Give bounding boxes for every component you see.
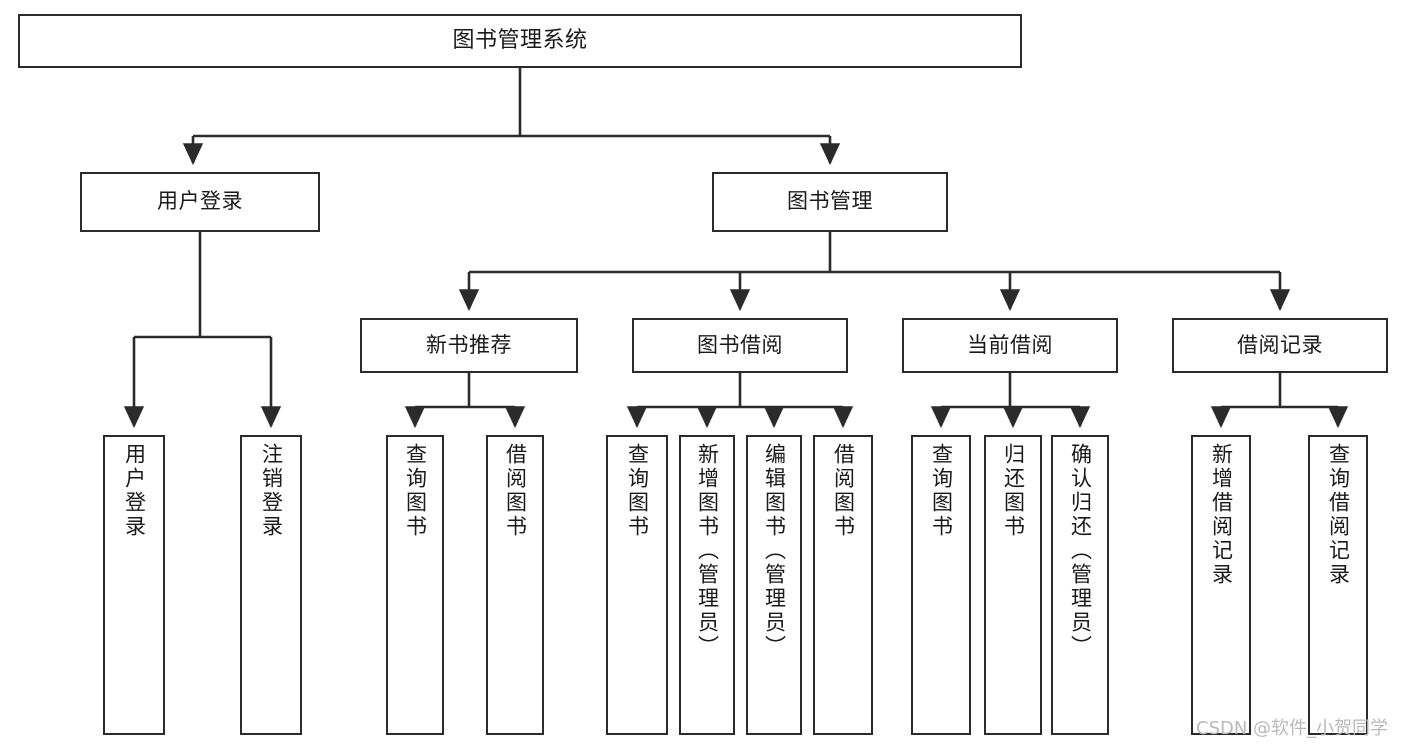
node-leaf-confirm-return-admin[interactable]: 确认归还（管理员） bbox=[1051, 435, 1109, 735]
node-leaf-add-book-admin[interactable]: 新增图书（管理员） bbox=[679, 435, 735, 735]
node-leaf-edit-book-admin[interactable]: 编辑图书（管理员） bbox=[746, 435, 802, 735]
node-leaf-user-login-label: 用户登录 bbox=[122, 443, 147, 539]
node-leaf-user-logout-label: 注销登录 bbox=[259, 443, 284, 539]
node-user-login-label: 用户登录 bbox=[157, 189, 243, 214]
node-leaf-query-borrow-record[interactable]: 查询借阅记录 bbox=[1308, 435, 1368, 735]
node-new-book-rec-label: 新书推荐 bbox=[426, 332, 512, 357]
node-leaf-add-borrow-record-label: 新增借阅记录 bbox=[1209, 443, 1234, 587]
node-leaf-user-login[interactable]: 用户登录 bbox=[103, 435, 165, 735]
node-leaf-confirm-return-admin-label: 确认归还（管理员） bbox=[1068, 443, 1093, 659]
node-leaf-query-borrow-record-label: 查询借阅记录 bbox=[1326, 443, 1351, 587]
node-leaf-borrow-book-2[interactable]: 借阅图书 bbox=[813, 435, 873, 735]
node-leaf-query-book-2-label: 查询图书 bbox=[625, 443, 650, 539]
node-leaf-borrow-book-1[interactable]: 借阅图书 bbox=[486, 435, 544, 735]
node-root-system[interactable]: 图书管理系统 bbox=[18, 14, 1022, 68]
node-root-label: 图书管理系统 bbox=[452, 27, 588, 53]
node-leaf-borrow-book-2-label: 借阅图书 bbox=[831, 443, 856, 539]
node-borrow-record-label: 借阅记录 bbox=[1237, 332, 1323, 357]
node-leaf-query-book-3[interactable]: 查询图书 bbox=[911, 435, 971, 735]
node-current-borrow-label: 当前借阅 bbox=[967, 332, 1053, 357]
node-leaf-query-book-1-label: 查询图书 bbox=[403, 443, 428, 539]
node-leaf-add-book-admin-label: 新增图书（管理员） bbox=[695, 443, 720, 659]
node-book-manage-label: 图书管理 bbox=[787, 189, 873, 214]
node-leaf-borrow-book-1-label: 借阅图书 bbox=[503, 443, 528, 539]
node-leaf-query-book-3-label: 查询图书 bbox=[929, 443, 954, 539]
node-current-borrow[interactable]: 当前借阅 bbox=[902, 318, 1118, 373]
node-leaf-user-logout[interactable]: 注销登录 bbox=[240, 435, 302, 735]
node-new-book-rec[interactable]: 新书推荐 bbox=[360, 318, 578, 373]
node-borrow-record[interactable]: 借阅记录 bbox=[1172, 318, 1388, 373]
node-book-borrow[interactable]: 图书借阅 bbox=[632, 318, 848, 373]
node-leaf-query-book-2[interactable]: 查询图书 bbox=[606, 435, 668, 735]
connector-lines bbox=[123, 68, 1349, 429]
node-leaf-query-book-1[interactable]: 查询图书 bbox=[386, 435, 444, 735]
node-leaf-return-book-label: 归还图书 bbox=[1001, 443, 1026, 539]
node-book-manage[interactable]: 图书管理 bbox=[712, 172, 948, 232]
node-user-login[interactable]: 用户登录 bbox=[80, 172, 320, 232]
node-leaf-add-borrow-record[interactable]: 新增借阅记录 bbox=[1191, 435, 1251, 735]
node-leaf-return-book[interactable]: 归还图书 bbox=[984, 435, 1042, 735]
node-leaf-edit-book-admin-label: 编辑图书（管理员） bbox=[762, 443, 787, 659]
node-book-borrow-label: 图书借阅 bbox=[697, 332, 783, 357]
